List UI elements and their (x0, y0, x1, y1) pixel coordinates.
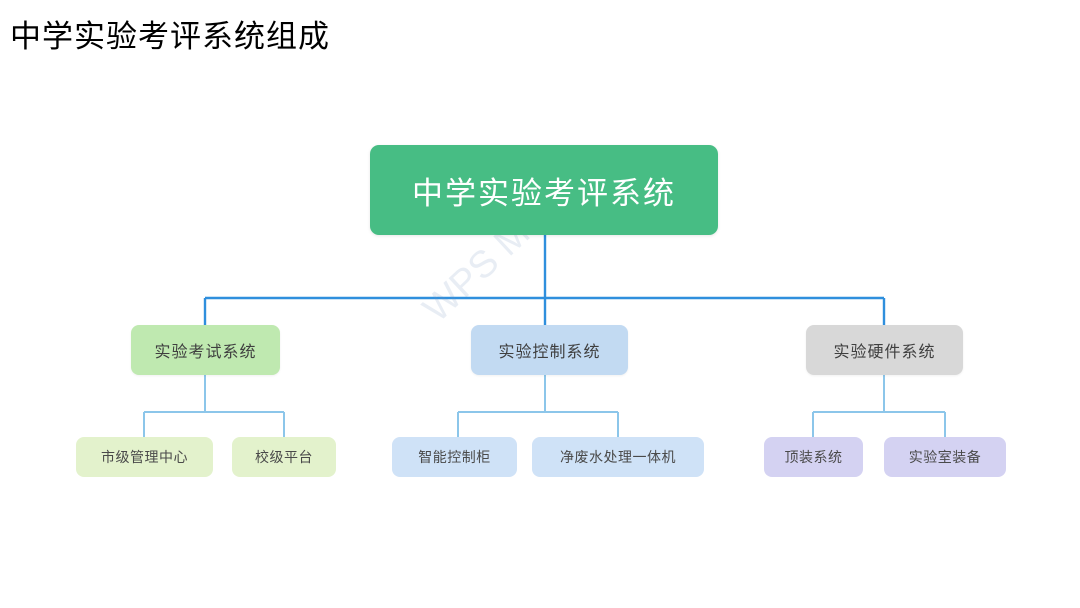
node-leaf-city-center-label: 市级管理中心 (101, 449, 188, 465)
node-leaf-top-mount-system[interactable]: 顶装系统 (764, 437, 863, 477)
node-branch-hardware-system[interactable]: 实验硬件系统 (806, 325, 963, 375)
node-leaf-wastewater-treatment-machine[interactable]: 净废水处理一体机 (532, 437, 704, 477)
node-leaf-smart-cabinet-label: 智能控制柜 (418, 449, 491, 465)
node-branch-hardware-label: 实验硬件系统 (833, 344, 936, 361)
node-branch-exam-label: 实验考试系统 (154, 344, 257, 361)
node-branch-control-label: 实验控制系统 (498, 344, 601, 361)
node-leaf-wastewater-label: 净废水处理一体机 (560, 449, 676, 465)
node-branch-exam-system[interactable]: 实验考试系统 (131, 325, 280, 375)
node-leaf-city-management-center[interactable]: 市级管理中心 (76, 437, 213, 477)
node-leaf-smart-control-cabinet[interactable]: 智能控制柜 (392, 437, 517, 477)
node-root-label: 中学实验考评系统 (412, 175, 676, 211)
node-leaf-lab-equipment[interactable]: 实验室装备 (884, 437, 1006, 477)
node-leaf-lab-equipment-label: 实验室装备 (908, 449, 982, 465)
node-leaf-top-mount-label: 顶装系统 (784, 449, 843, 465)
node-root-system[interactable]: 中学实验考评系统 (370, 145, 718, 235)
node-leaf-school-platform[interactable]: 校级平台 (232, 437, 336, 477)
node-leaf-school-platform-label: 校级平台 (255, 449, 313, 465)
page-title: 中学实验考评系统组成 (10, 19, 330, 54)
node-branch-control-system[interactable]: 实验控制系统 (471, 325, 628, 375)
